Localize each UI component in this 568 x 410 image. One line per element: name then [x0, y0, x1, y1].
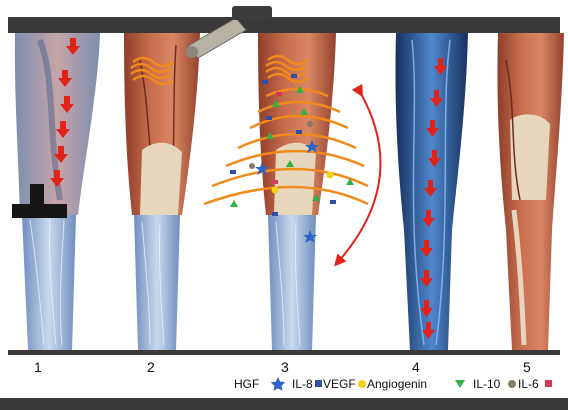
panel-1-leg [12, 33, 100, 350]
legend-label: VEGF [323, 377, 356, 391]
panel-4-leg [395, 33, 468, 350]
circle-icon [508, 380, 516, 388]
legend-label: Angiogenin [367, 377, 427, 391]
panel-number: 2 [147, 359, 155, 375]
panel-3-leg [204, 33, 380, 350]
legend-label: IL-8 [292, 377, 313, 391]
top-frame-bar [8, 17, 560, 33]
square-icon [315, 380, 322, 387]
panel-2-leg [124, 6, 272, 350]
panel-numbers: 1 2 3 4 5 [34, 359, 531, 375]
bottom-frame-bar [0, 398, 568, 410]
legend-label: IL-6 [518, 377, 539, 391]
legend-label: IL-10 [473, 377, 501, 391]
star-icon [271, 377, 285, 391]
panel-number: 4 [412, 359, 420, 375]
panel-number: 3 [281, 359, 289, 375]
circle-icon [358, 380, 366, 388]
square-icon [545, 380, 552, 387]
triangle-down-icon [455, 380, 465, 388]
baseline-bar [8, 350, 560, 355]
legend-label: HGF [234, 377, 259, 391]
panel-5-leg [497, 33, 564, 350]
panel-number: 5 [523, 359, 531, 375]
panel-number: 1 [34, 359, 42, 375]
legend: HGF IL-8 VEGF Angiogenin IL-10 IL-6 [234, 377, 552, 391]
compression-block-icon [12, 204, 67, 218]
